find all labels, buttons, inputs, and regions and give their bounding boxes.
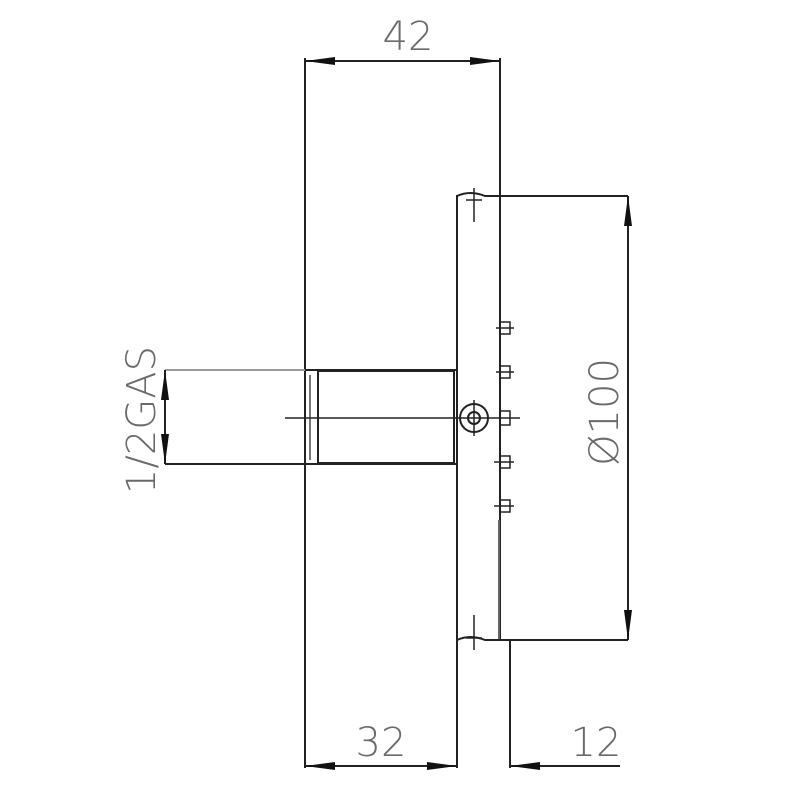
dim-32-label: 32 <box>356 720 407 766</box>
dim-42-label: 42 <box>383 14 434 60</box>
thread-connector <box>317 370 455 464</box>
dim-diameter-label: Ø100 <box>582 358 628 466</box>
case-top <box>456 192 500 197</box>
screw-heads <box>494 321 514 513</box>
case-bottom <box>456 636 510 641</box>
dim-12-label: 12 <box>571 720 622 766</box>
dim-thread-label: 1/2GAS <box>119 346 165 494</box>
